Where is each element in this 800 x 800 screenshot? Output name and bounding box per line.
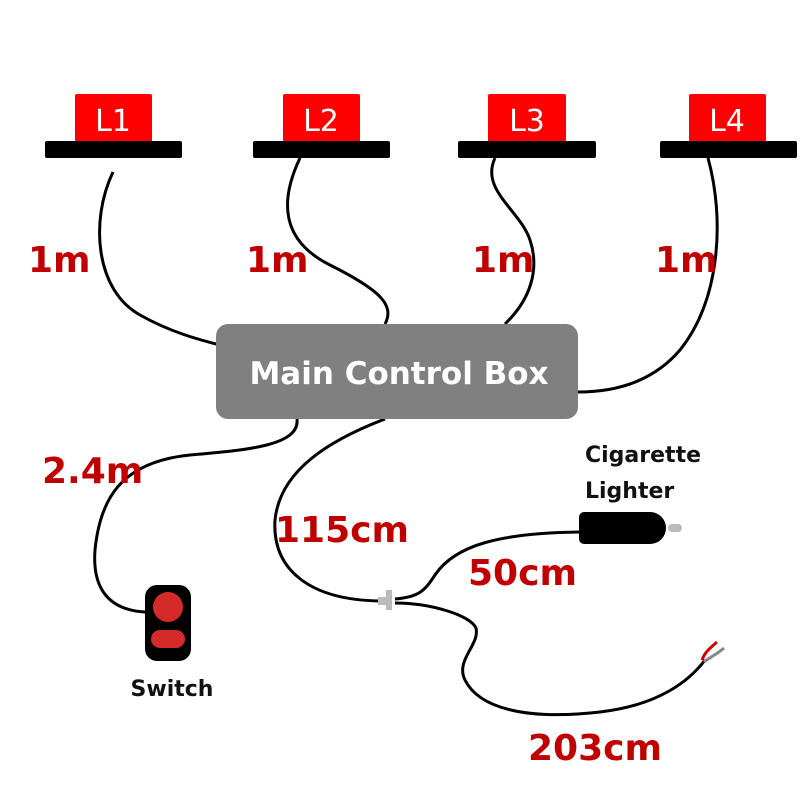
length-l4: 1m <box>655 240 718 281</box>
light-label: L4 <box>709 104 745 139</box>
light-l2: L2 <box>253 94 390 158</box>
length-bare: 203cm <box>528 728 662 769</box>
lighter-label-line1: Cigarette <box>585 443 701 468</box>
splitter-connector-flange <box>386 590 392 610</box>
light-l1: L1 <box>45 94 182 158</box>
light-l3: L3 <box>458 94 596 158</box>
light-label: L1 <box>95 104 131 139</box>
length-switch: 2.4m <box>42 451 143 492</box>
wire-l2 <box>286 157 390 325</box>
light-l4: L4 <box>660 94 797 158</box>
length-l1: 1m <box>28 240 91 281</box>
wire-l1 <box>98 171 221 347</box>
length-l2: 1m <box>246 240 309 281</box>
wire-l4 <box>577 157 719 394</box>
lighter-label-line2: Lighter <box>585 479 674 504</box>
light-label: L3 <box>509 104 545 139</box>
light-label: L2 <box>303 104 339 139</box>
wire-bare <box>394 601 707 717</box>
main-control-box <box>216 324 578 419</box>
bare-wire-gray <box>703 646 725 664</box>
splitter-connector <box>378 597 388 605</box>
switch-label: Switch <box>131 677 214 702</box>
length-lighter: 50cm <box>468 553 577 594</box>
wire-lighter <box>394 530 581 601</box>
wire-switch <box>93 418 299 614</box>
length-l3: 1m <box>472 240 535 281</box>
bare-wire-red <box>700 640 718 661</box>
wire-l3 <box>490 157 536 326</box>
cigarette-lighter <box>579 512 682 544</box>
wire-main <box>273 417 386 603</box>
control-box-label: Main Control Box <box>249 356 548 392</box>
switch <box>145 585 191 661</box>
length-main: 115cm <box>275 510 409 551</box>
